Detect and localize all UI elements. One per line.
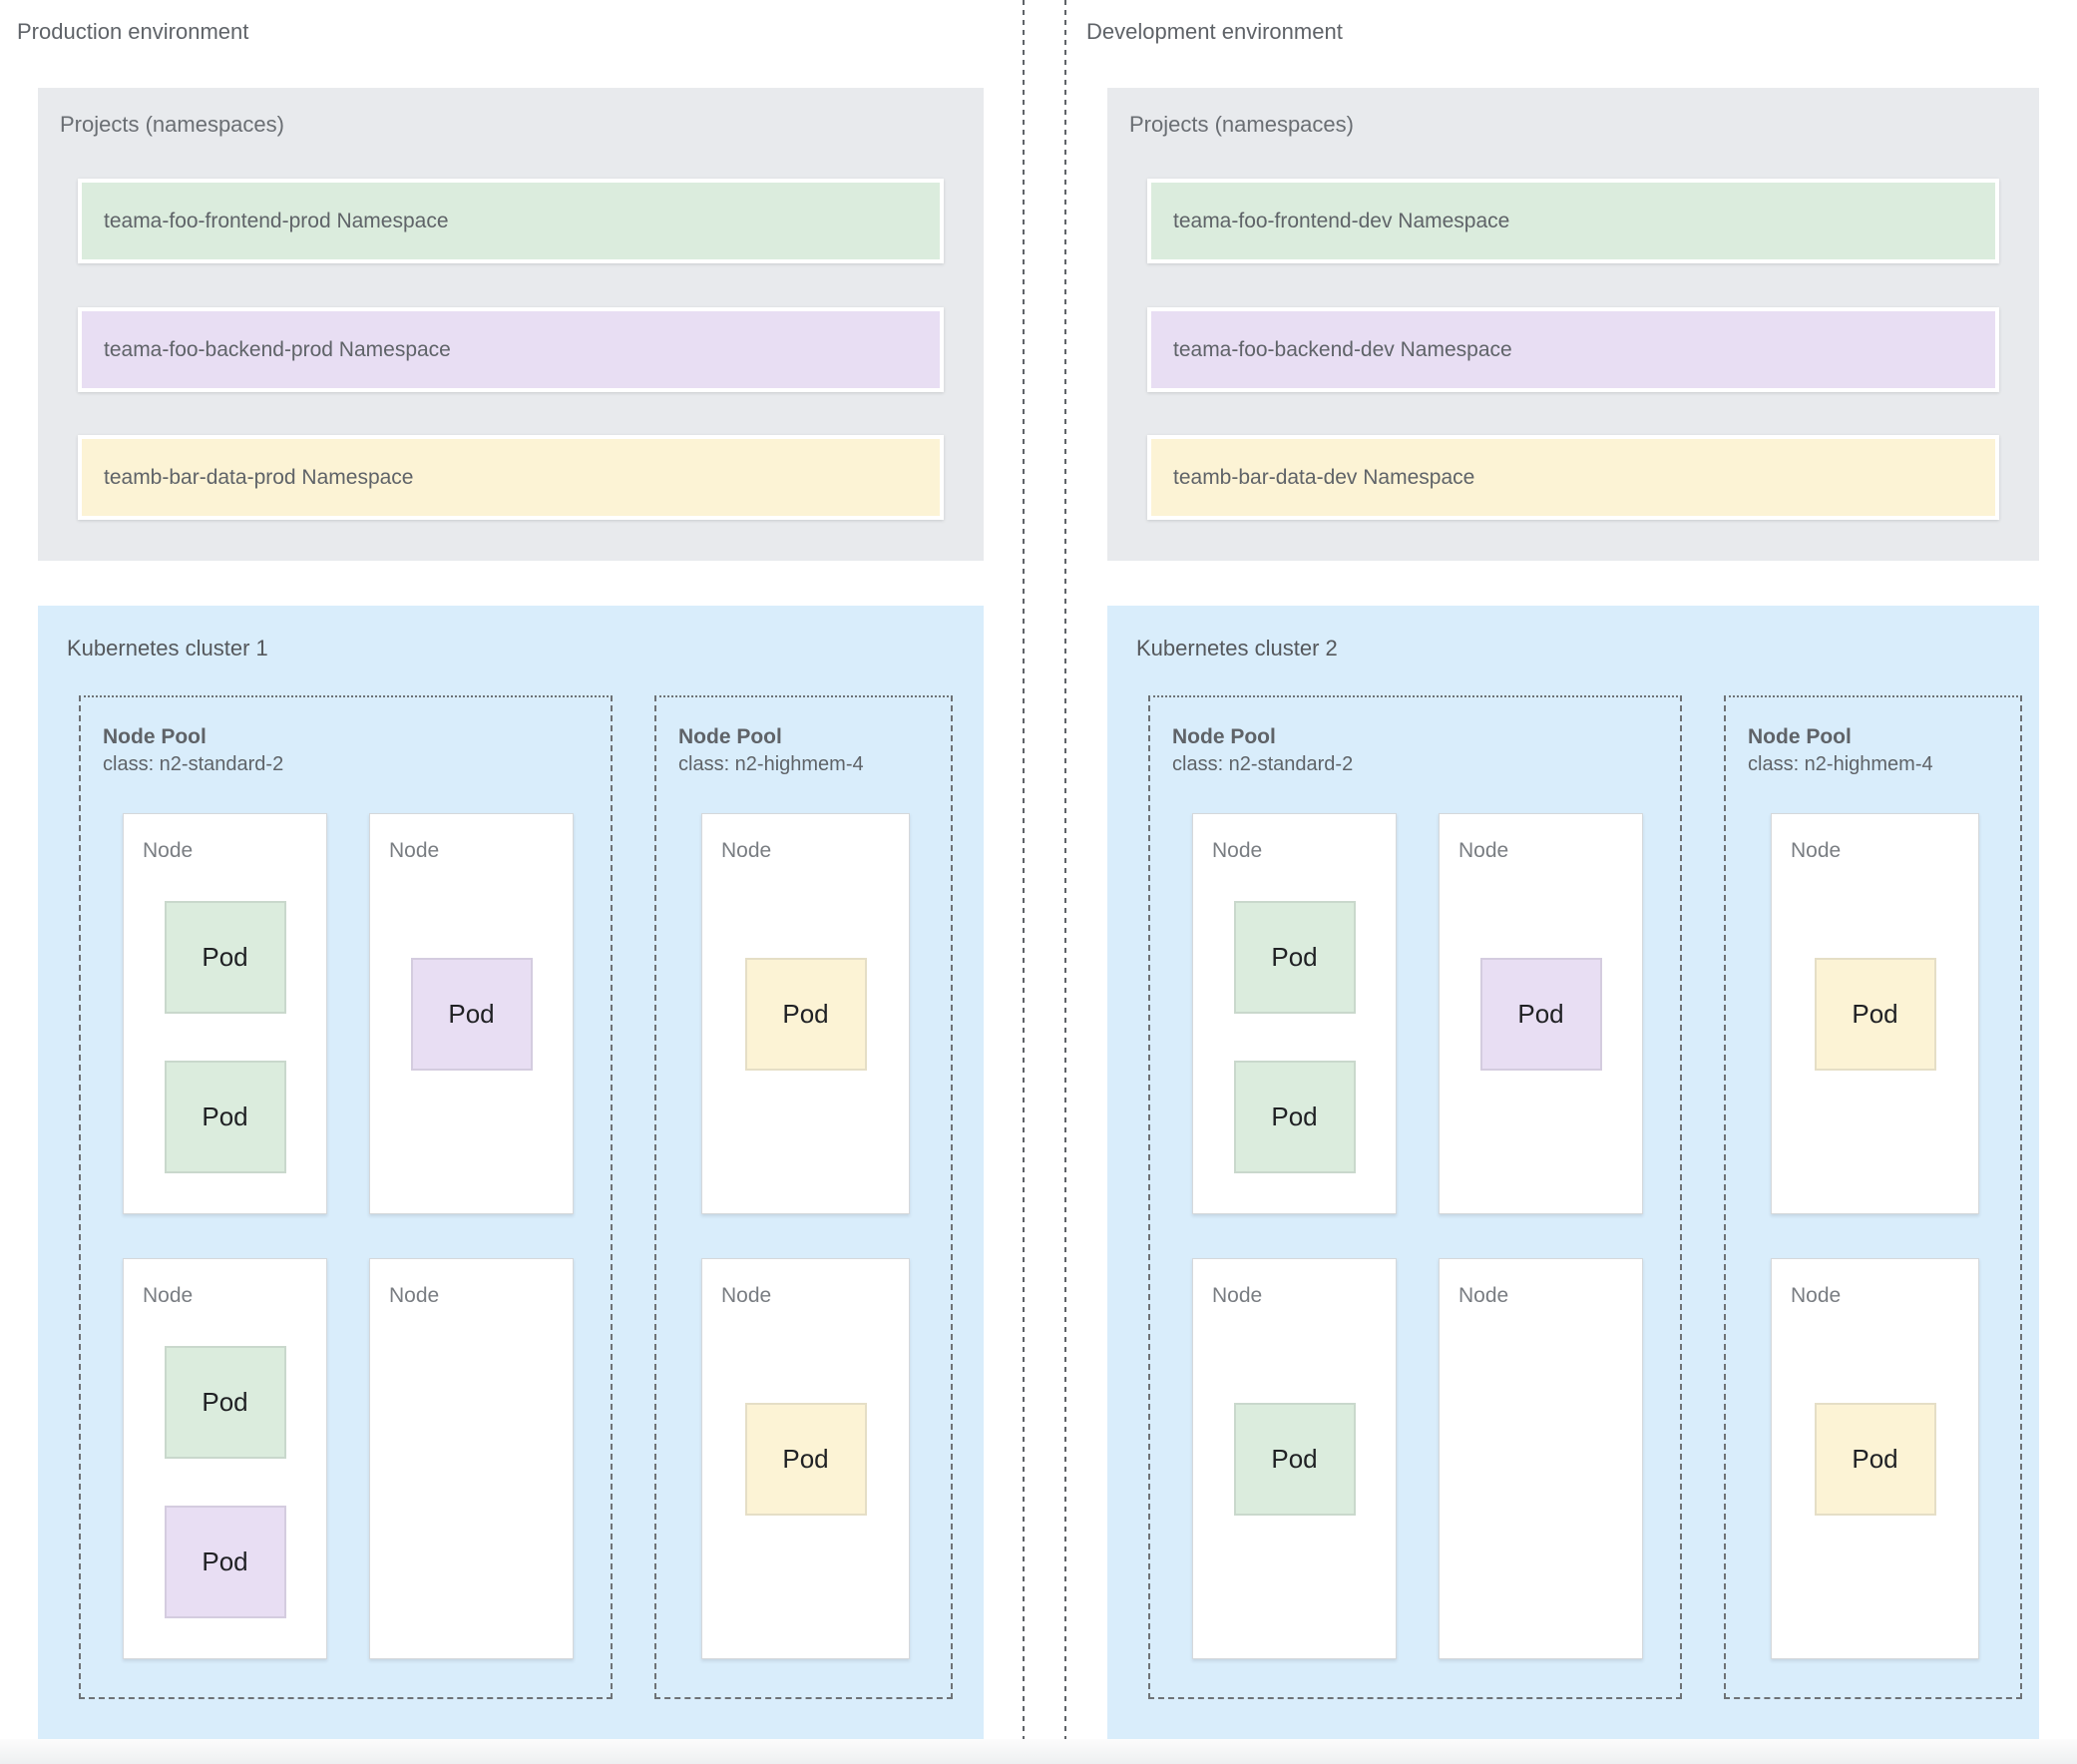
pod-label: Pod <box>1517 999 1564 1029</box>
namespace-bar-green: teama-foo-frontend-prod Namespace <box>78 179 944 263</box>
node-label: Node <box>1791 839 1842 862</box>
pod-label: Pod <box>1271 1444 1318 1474</box>
pod-label: Pod <box>1271 1102 1318 1131</box>
pod-label: Pod <box>202 942 248 972</box>
environment-label: Production environment <box>17 19 249 44</box>
node-label: Node <box>143 839 194 862</box>
node-pool-machine-class: class: n2-standard-2 <box>1172 753 1354 775</box>
pod-box-green: Pod <box>164 901 286 1014</box>
projects-namespaces-box: Projects (namespaces) teama-foo-frontend-… <box>1107 88 2039 561</box>
namespace-label: teama-foo-backend-prod Namespace <box>104 337 451 361</box>
pod-label: Pod <box>202 1102 248 1131</box>
namespace-bar-purple: teama-foo-backend-prod Namespace <box>78 307 944 392</box>
node-box: Node <box>1439 1258 1643 1659</box>
pod-label: Pod <box>782 999 829 1029</box>
node-pool-title: Node Pool <box>1748 725 1852 748</box>
node-label: Node <box>1458 1284 1509 1307</box>
namespace-label: teama-foo-frontend-dev Namespace <box>1173 209 1510 232</box>
bottom-edge-gradient <box>0 1739 2077 1764</box>
pod-box-green: Pod <box>1233 1061 1356 1173</box>
namespace-label: teama-foo-frontend-prod Namespace <box>104 209 449 232</box>
pod-label: Pod <box>202 1387 248 1417</box>
node-label: Node <box>1212 1284 1263 1307</box>
pod-box-green: Pod <box>1233 1403 1356 1516</box>
namespace-bar-yellow: teamb-bar-data-dev Namespace <box>1147 435 1999 520</box>
node-pool-title: Node Pool <box>103 725 207 748</box>
pod-label: Pod <box>1271 942 1318 972</box>
pod-label: Pod <box>782 1444 829 1474</box>
environment-divider-line-right <box>1064 0 1066 1764</box>
pod-label: Pod <box>1852 999 1898 1029</box>
node-label: Node <box>721 1284 772 1307</box>
node-label: Node <box>1791 1284 1842 1307</box>
pod-label: Pod <box>202 1546 248 1576</box>
namespace-bar-yellow: teamb-bar-data-prod Namespace <box>78 435 944 520</box>
environment-divider-line-left <box>1023 0 1025 1764</box>
node-pool-machine-class: class: n2-highmem-4 <box>1748 753 1933 775</box>
cluster-title: Kubernetes cluster 2 <box>1136 636 1338 661</box>
namespace-label: teamb-bar-data-dev Namespace <box>1173 465 1475 489</box>
namespace-bar-purple: teama-foo-backend-dev Namespace <box>1147 307 1999 392</box>
node-label: Node <box>389 839 440 862</box>
pod-box-purple: Pod <box>410 958 533 1071</box>
pod-box-green: Pod <box>164 1061 286 1173</box>
projects-title: Projects (namespaces) <box>1129 112 1354 137</box>
pod-label: Pod <box>1852 1444 1898 1474</box>
pod-box-yellow: Pod <box>744 1403 867 1516</box>
node-label: Node <box>143 1284 194 1307</box>
pod-box-green: Pod <box>1233 901 1356 1014</box>
kubernetes-cluster-box: Kubernetes cluster 1 Node Pool class: n2-s… <box>38 606 984 1739</box>
node-label: Node <box>721 839 772 862</box>
node-label: Node <box>1212 839 1263 862</box>
node-pool-machine-class: class: n2-standard-2 <box>103 753 284 775</box>
pod-label: Pod <box>448 999 495 1029</box>
pod-box-purple: Pod <box>164 1506 286 1618</box>
pod-box-purple: Pod <box>1479 958 1602 1071</box>
pod-box-yellow: Pod <box>744 958 867 1071</box>
namespace-bar-green: teama-foo-frontend-dev Namespace <box>1147 179 1999 263</box>
kubernetes-cluster-box: Kubernetes cluster 2 Node Pool class: n2-s… <box>1107 606 2039 1739</box>
pod-box-yellow: Pod <box>1814 958 1936 1071</box>
node-label: Node <box>1458 839 1509 862</box>
projects-namespaces-box: Projects (namespaces) teama-foo-frontend-… <box>38 88 984 561</box>
namespace-label: teama-foo-backend-dev Namespace <box>1173 337 1512 361</box>
namespace-label: teamb-bar-data-prod Namespace <box>104 465 414 489</box>
node-pool-machine-class: class: n2-highmem-4 <box>678 753 864 775</box>
node-pool-title: Node Pool <box>1172 725 1276 748</box>
projects-title: Projects (namespaces) <box>60 112 284 137</box>
cluster-title: Kubernetes cluster 1 <box>67 636 268 661</box>
pod-box-green: Pod <box>164 1346 286 1459</box>
node-box: Node <box>369 1258 574 1659</box>
pod-box-yellow: Pod <box>1814 1403 1936 1516</box>
node-pool-title: Node Pool <box>678 725 782 748</box>
node-label: Node <box>389 1284 440 1307</box>
environment-label: Development environment <box>1086 19 1343 44</box>
